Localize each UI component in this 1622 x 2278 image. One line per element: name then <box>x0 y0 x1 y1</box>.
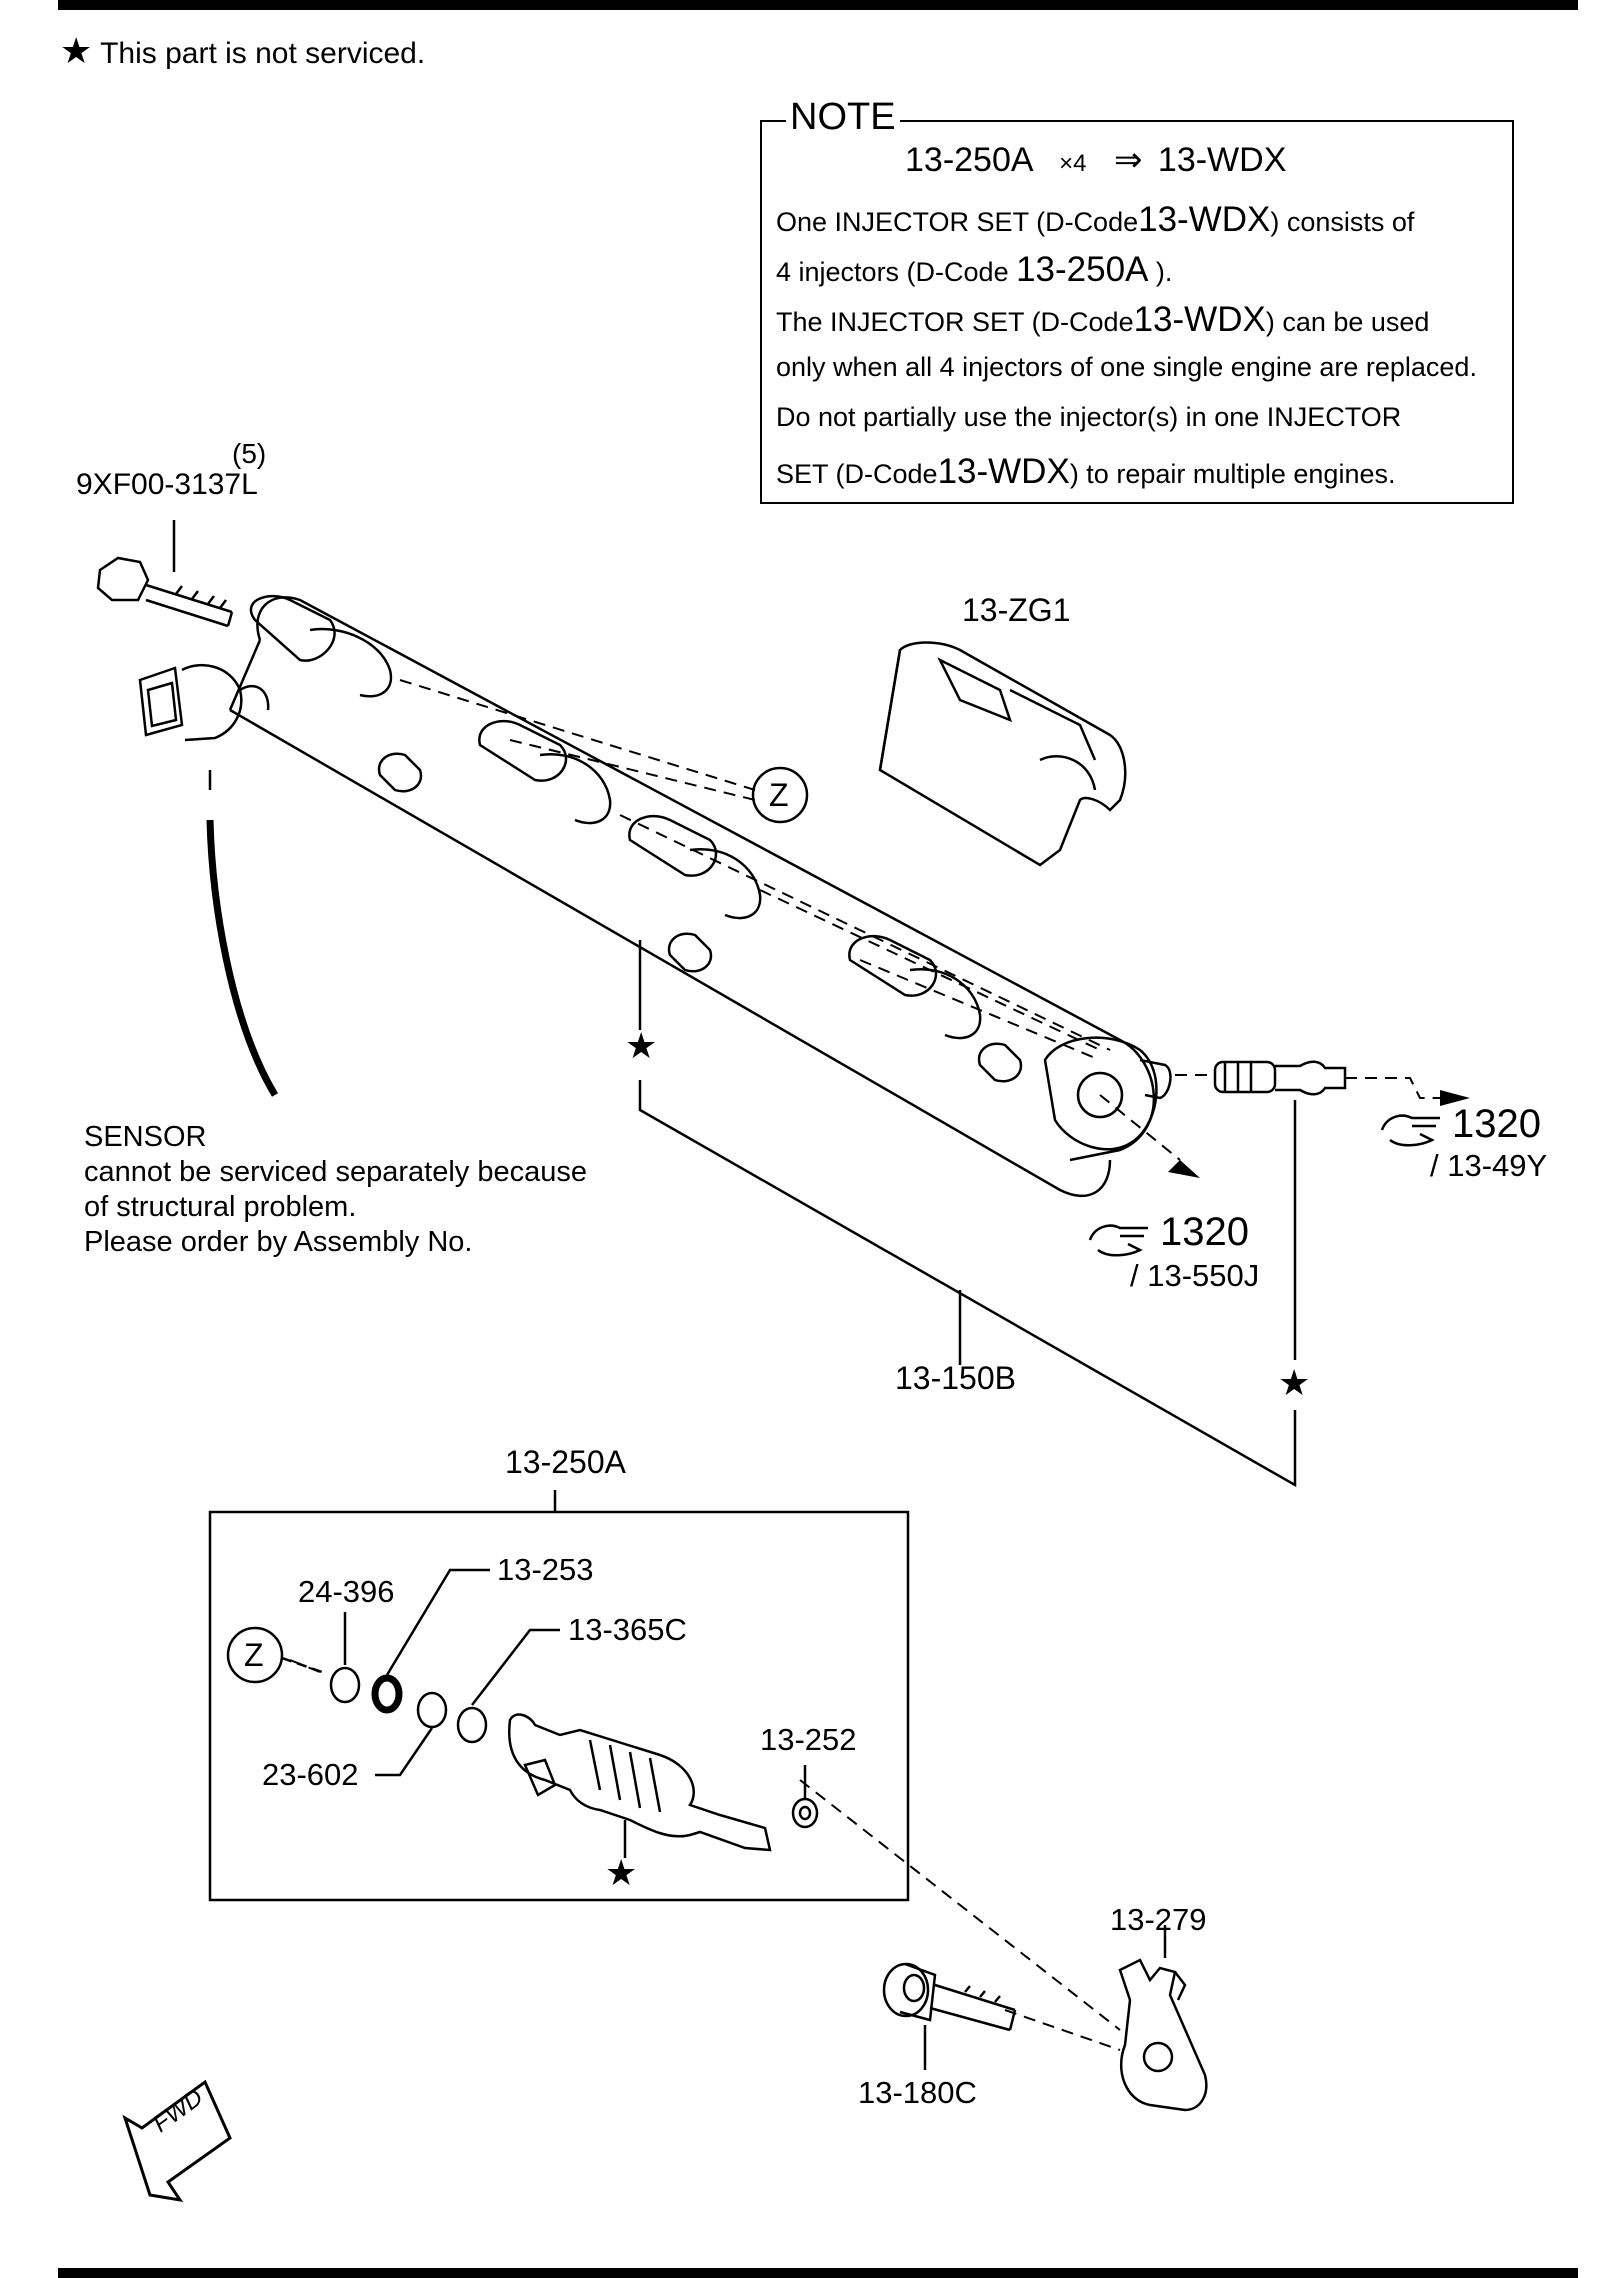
insulator-part-label: 13-252 <box>760 1722 857 1757</box>
injector-assembly-box <box>208 1510 910 1902</box>
injector-holder <box>1118 1925 1208 2112</box>
fwd-arrow-icon <box>122 2079 232 2203</box>
oring-13-253 <box>371 1674 403 1714</box>
star-icon-injector: ★ <box>605 1853 637 1894</box>
injector-parts <box>281 1568 819 1858</box>
ref-2-page-link[interactable]: 1320 <box>1160 1210 1249 1254</box>
pressure-sensor <box>138 663 270 790</box>
holder-bolt <box>882 1962 1017 2070</box>
note-line-1: One INJECTOR SET (D-Code13-WDX) consists… <box>776 200 1415 239</box>
bottom-border <box>58 2268 1578 2278</box>
sensor-leader <box>206 819 279 1097</box>
bolt-qty-label: (5) <box>232 438 267 469</box>
sensor-note: SENSOR cannot be serviced separately bec… <box>84 1120 587 1260</box>
ref-2-code-link[interactable]: / 13-550J <box>1130 1258 1260 1293</box>
star-icon: ★ <box>60 30 93 71</box>
seal-marker-label-bottom: Z <box>244 1637 264 1673</box>
oring-24-396 <box>329 1666 361 1704</box>
oring-a-part-label: 24-396 <box>298 1574 395 1609</box>
note-line-3: The INJECTOR SET (D-Code13-WDX) can be u… <box>776 300 1430 339</box>
legend: ★ This part is not serviced. <box>60 30 425 72</box>
fuel-rail-part-label: 13-150B <box>895 1360 1016 1396</box>
pointer-hand-icon-2 <box>1088 1224 1148 1257</box>
oring-c-part-label: 13-365C <box>568 1612 687 1647</box>
fuel-pipe-fitting <box>1213 1060 1347 1096</box>
sensor-note-line-1: SENSOR <box>84 1121 207 1153</box>
seal-marker-circle-top <box>751 766 809 824</box>
arrow-heads <box>1168 1090 1470 1178</box>
note-line-6: SET (D-Code13-WDX) to repair multiple en… <box>776 452 1396 491</box>
protector <box>878 641 1127 867</box>
injector-assy-part-label: 13-250A <box>505 1444 626 1480</box>
ref-1-page-link[interactable]: 1320 <box>1452 1102 1541 1146</box>
note-formula-arrow: ⇒ <box>1113 141 1143 179</box>
star-icon-rail: ★ <box>625 1026 657 1067</box>
protector-part-label: 13-ZG1 <box>962 592 1071 628</box>
oring-23-602 <box>416 1691 448 1729</box>
holder-bolt-part-label: 13-180C <box>858 2075 977 2110</box>
note-title: NOTE <box>786 96 900 139</box>
oring-d-part-label: 23-602 <box>262 1757 359 1792</box>
oring-b-part-label: 13-253 <box>497 1552 594 1587</box>
seal-marker-label-top: Z <box>769 777 789 813</box>
seal-marker-circle-bottom <box>226 1626 284 1684</box>
sensor-note-line-2: cannot be serviced separately because <box>84 1156 587 1188</box>
star-icon-pipe: ★ <box>1278 1363 1310 1404</box>
fuel-rail <box>228 594 1172 1198</box>
oring-13-365C <box>456 1706 488 1744</box>
rail-bolt <box>96 520 234 628</box>
sensor-note-line-3: of structural problem. <box>84 1191 357 1223</box>
dashed-leaders <box>289 679 1440 2051</box>
note-formula-result: 13-WDX <box>1157 141 1287 179</box>
star-markers: ★ ★ ★ <box>605 1026 1310 1894</box>
bolt-part-label: 9XF00-3137L <box>76 468 258 501</box>
top-border <box>58 0 1578 10</box>
note-formula: 13-250A ×4 ⇒ 13-WDX <box>905 140 1286 180</box>
note-formula-part: 13-250A <box>905 141 1032 179</box>
rail-bracket <box>638 940 1297 1488</box>
note-box <box>760 120 1514 504</box>
holder-part-label: 13-279 <box>1110 1902 1207 1937</box>
insulator-13-252 <box>791 1797 819 1829</box>
note-line-4: only when all 4 injectors of one single … <box>776 352 1477 382</box>
note-line-5: Do not partially use the injector(s) in … <box>776 402 1402 432</box>
note-formula-multiplier: ×4 <box>1059 150 1087 177</box>
sensor-note-line-4: Please order by Assembly No. <box>84 1226 473 1258</box>
legend-text: This part is not serviced. <box>100 37 426 70</box>
note-line-2: 4 injectors (D-Code 13-250A ). <box>776 250 1173 289</box>
pointer-hand-icon-1 <box>1380 1114 1440 1147</box>
ref-1-code-link[interactable]: / 13-49Y <box>1430 1148 1548 1183</box>
injector <box>507 1713 772 1858</box>
pointer-hand-icons <box>1088 1114 1440 1257</box>
